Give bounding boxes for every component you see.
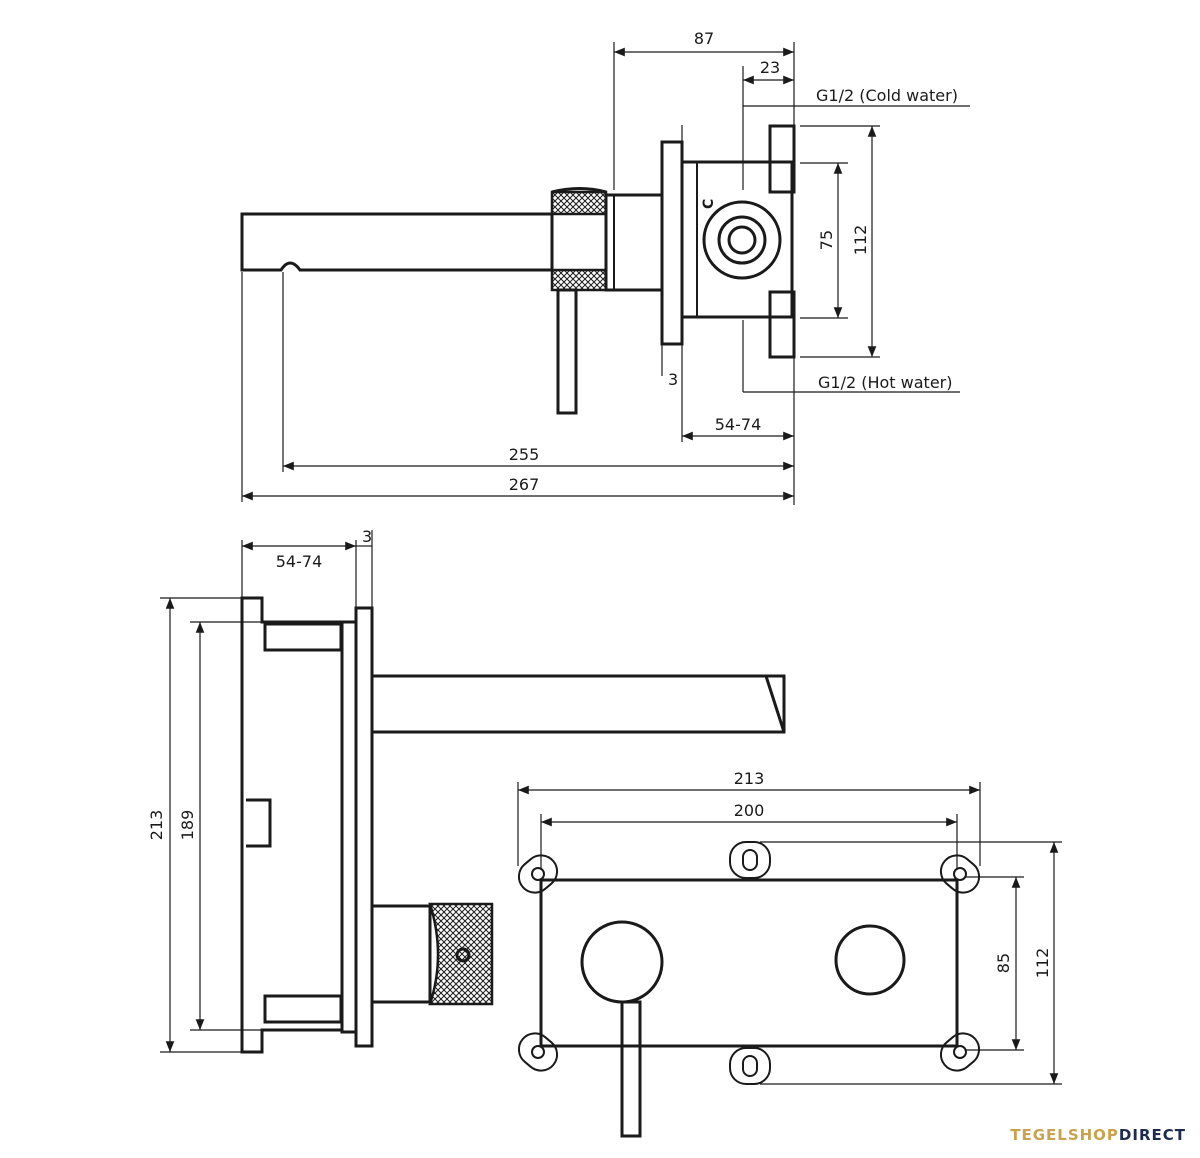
knurled-collar	[550, 190, 608, 216]
front-dim-112: 112	[1033, 948, 1052, 979]
hot-water-label: G1/2 (Hot water)	[818, 373, 952, 392]
front-dim-200: 200	[734, 801, 765, 820]
top-wall-plate	[340, 620, 358, 1034]
front-dim-213: 213	[734, 769, 765, 788]
top-view: 54-74 3 213 189	[147, 527, 786, 1054]
dim-112: 112	[851, 225, 870, 256]
spout	[240, 212, 554, 272]
brand-logo-part1: TEGELSHOP	[1010, 1126, 1119, 1144]
top-spout	[370, 674, 786, 734]
lever-knob	[580, 920, 664, 1004]
cover-plate	[539, 878, 959, 1048]
top-knurled-handle	[428, 902, 494, 1006]
brand-logo: TEGELSHOPDIRECT	[1010, 1126, 1186, 1144]
mounting-box	[680, 160, 794, 319]
cold-water-label: G1/2 (Cold water)	[816, 86, 958, 105]
cold-marker: C	[701, 199, 717, 209]
dim-255: 255	[509, 445, 540, 464]
dim-23: 23	[760, 58, 780, 77]
top-dim-54-74: 54-74	[276, 552, 323, 571]
cartridge-outer	[702, 200, 782, 280]
front-dim-85: 85	[994, 953, 1013, 973]
front-view: 213 200 85 112	[517, 769, 1062, 1138]
dim-3: 3	[668, 370, 678, 389]
outlet-knob	[834, 924, 906, 996]
top-dim-3: 3	[362, 527, 372, 546]
mounting-lugs	[517, 841, 981, 1085]
lever-handle	[556, 288, 578, 415]
side-view: C 87 23 G1/2 (Cold water) 75 112 G1/2 (H…	[240, 29, 970, 505]
dim-267: 267	[509, 475, 540, 494]
top-dim-213: 213	[147, 810, 166, 841]
brand-logo-part2: DIRECT	[1118, 1126, 1186, 1144]
dim-75: 75	[817, 230, 836, 250]
dim-54-74: 54-74	[715, 415, 762, 434]
top-dim-189: 189	[178, 810, 197, 841]
wall-plate	[660, 140, 684, 346]
dim-87: 87	[694, 29, 714, 48]
